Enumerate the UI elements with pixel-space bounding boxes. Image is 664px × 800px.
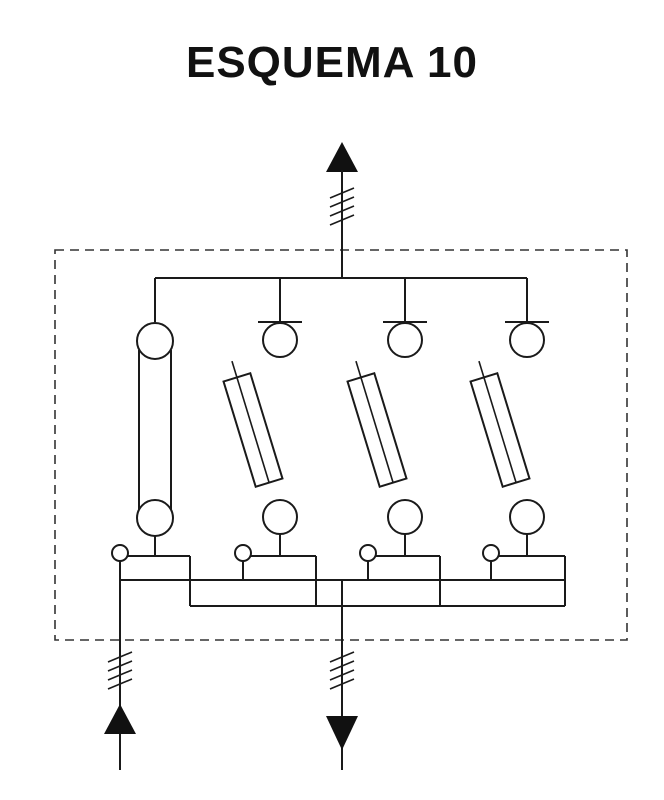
contact-circle <box>262 322 298 358</box>
switch-circle <box>387 499 423 535</box>
diagram-title: ESQUEMA 10 <box>185 38 478 87</box>
switch-circle <box>262 499 298 535</box>
contact-circle <box>387 322 423 358</box>
fuse-icon <box>469 360 531 488</box>
bottom-left-three-phase-marks <box>107 651 133 690</box>
top-feeder <box>326 142 358 278</box>
earthing-contacts <box>111 544 565 580</box>
bottom-left-arrow-up <box>104 704 136 734</box>
bottom-center-three-phase-marks <box>329 651 355 690</box>
top-three-phase-marks <box>329 187 355 226</box>
bottom-left-feeder <box>104 580 136 770</box>
fuse-icon <box>222 360 284 488</box>
top-connector-circle <box>136 322 174 360</box>
fuse-unit-1 <box>222 278 302 556</box>
contact-circle <box>509 322 545 358</box>
top-arrow-up <box>326 142 358 172</box>
fuse-icon <box>346 360 408 488</box>
switch-circle <box>509 499 545 535</box>
fuse-unit-2 <box>346 278 427 556</box>
bottom-connector-circle <box>136 499 174 537</box>
bottom-center-arrow-down <box>326 716 358 750</box>
fuse-unit-3 <box>469 278 549 556</box>
bottom-center-feeder <box>326 580 358 770</box>
bus-connection-cubicle <box>136 278 174 556</box>
